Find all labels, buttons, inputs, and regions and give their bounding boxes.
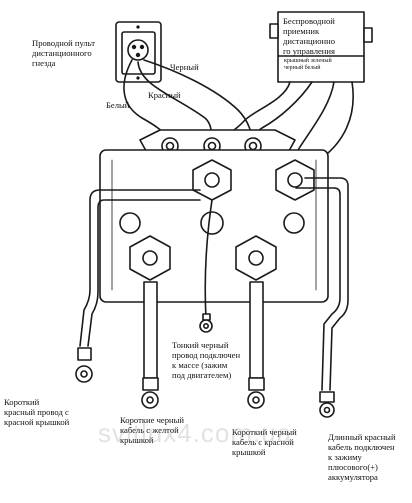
short-red-cable-label: Короткий красный провод с красной крышко… bbox=[4, 397, 70, 427]
wireless-receiver-box bbox=[269, 11, 373, 83]
short-black-yellow-cable bbox=[141, 281, 159, 409]
thin-black-wire-label: Тонкий черный провод подключен к массе (… bbox=[172, 340, 241, 380]
long-red-cable bbox=[295, 177, 349, 418]
short-black-yellow-label: Короткие черный кабель с желтой крышкой bbox=[120, 415, 184, 445]
long-red-cable-label: Длинный красный кабель подключен к зажим… bbox=[328, 432, 396, 482]
thin-ground-wire bbox=[199, 199, 213, 333]
upper-posts bbox=[192, 159, 315, 201]
lower-posts bbox=[129, 235, 277, 281]
short-black-red-cable bbox=[247, 281, 265, 409]
short-red-cable bbox=[75, 189, 201, 383]
wireless-receiver-label: Беспроводной приемник дистанционно го уп… bbox=[283, 16, 336, 56]
remote-socket bbox=[115, 21, 162, 83]
black-wire-label: Черный bbox=[170, 62, 199, 72]
white-wire-label: Белый bbox=[106, 100, 130, 110]
watermark: svitlux4.com.ua bbox=[98, 418, 293, 448]
short-black-red-label: Короткий черный кабель с красной крышкой bbox=[232, 427, 297, 457]
red-wire-label: Красный bbox=[148, 90, 181, 100]
receiver-terminal-labels: крышный зеленый черный белый bbox=[284, 58, 332, 71]
wired-remote-label: Проводной пульт дистанционного гнезда bbox=[32, 38, 96, 68]
